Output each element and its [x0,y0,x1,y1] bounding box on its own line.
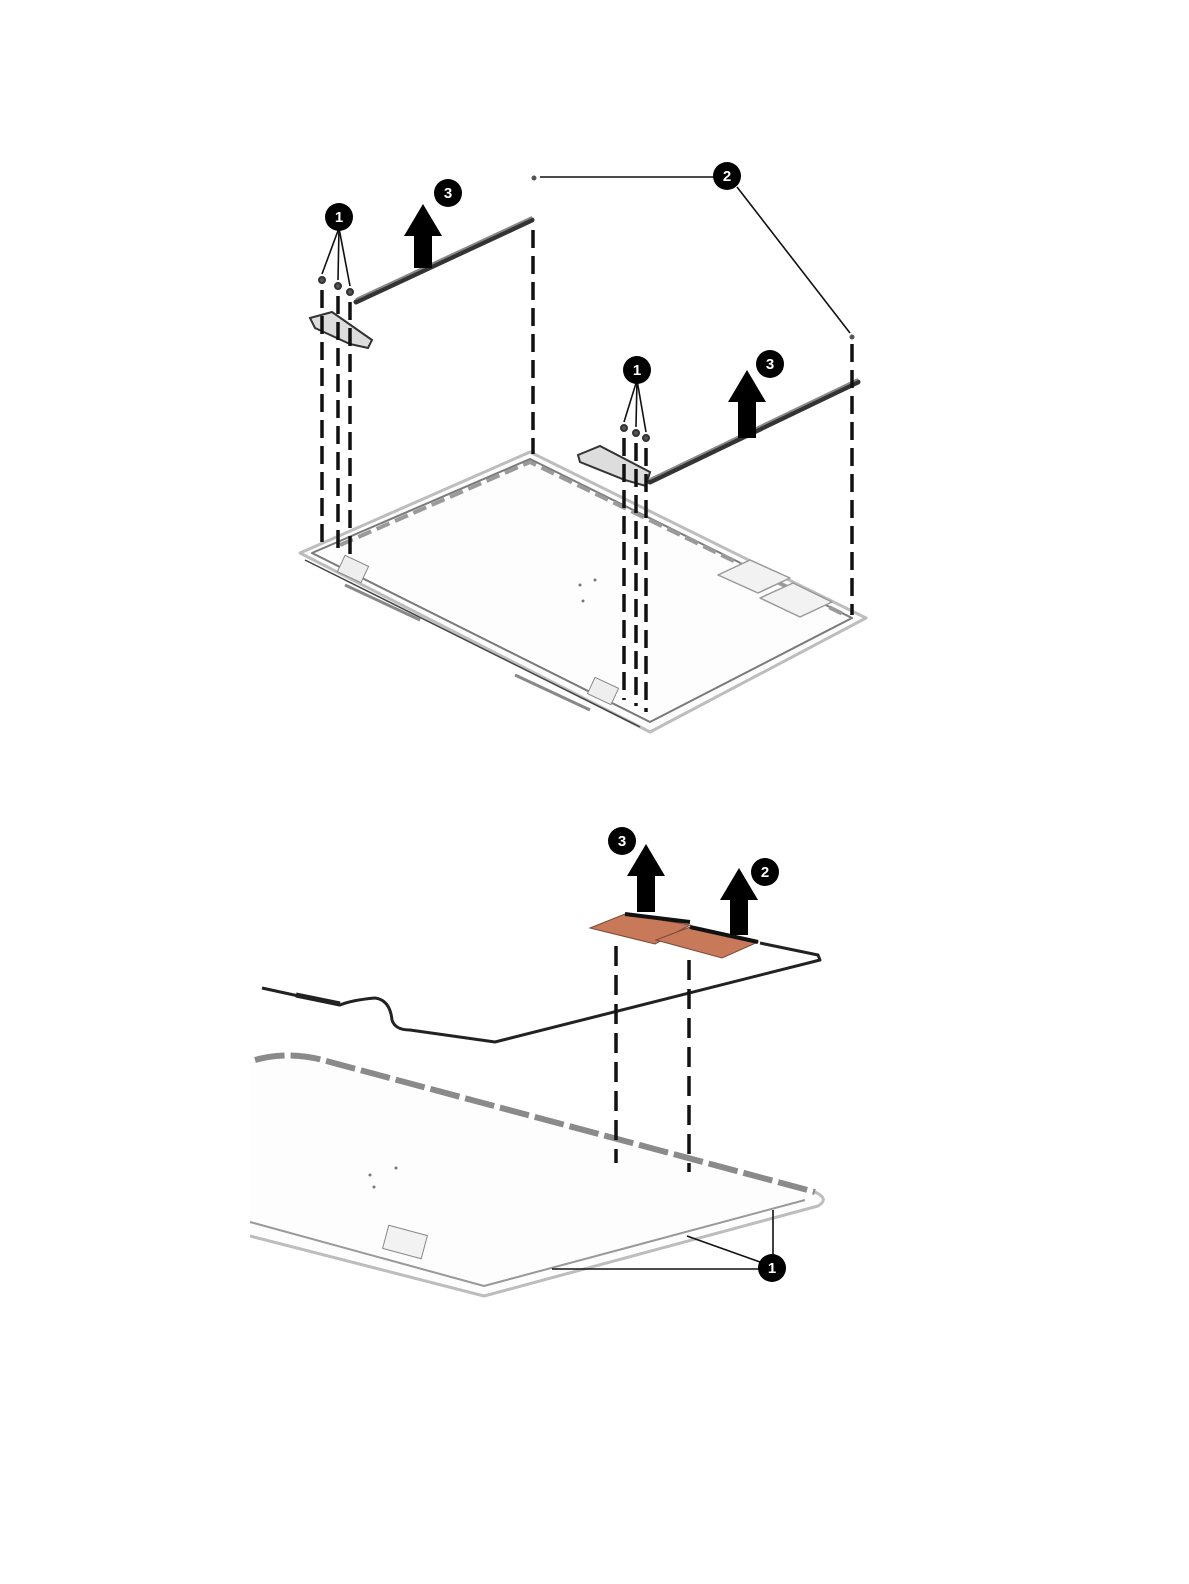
svg-text:3: 3 [766,356,774,373]
callout-1-bezel: 1 [758,1254,786,1282]
callout-3-antenna: 3 [608,827,636,855]
leader-lines [322,177,850,432]
svg-text:2: 2 [761,864,769,881]
display-back-cover [300,452,866,732]
right-hinge [578,425,650,486]
svg-text:2: 2 [723,168,731,185]
svg-text:3: 3 [618,833,626,850]
callout-1-right: 1 [623,356,651,384]
callout-2-antenna: 2 [751,858,779,886]
svg-text:1: 1 [335,209,343,226]
callout-3-left: 3 [434,179,462,207]
figure-antenna-removal: 3 2 1 [250,827,825,1296]
antenna-alignment-lines [616,946,689,1172]
antenna-cable [262,943,820,1042]
figure-hinge-removal: 1 3 2 1 3 [300,162,866,732]
callout-2-top: 2 [713,162,741,190]
svg-text:1: 1 [633,362,641,379]
callout-3-right: 3 [756,350,784,378]
lift-arrow-icon [404,204,766,438]
svg-text:1: 1 [768,1260,776,1277]
display-back-cover-detail [250,1054,825,1296]
callout-1-left: 1 [325,203,353,231]
left-hinge [310,277,372,348]
svg-text:3: 3 [444,185,452,202]
